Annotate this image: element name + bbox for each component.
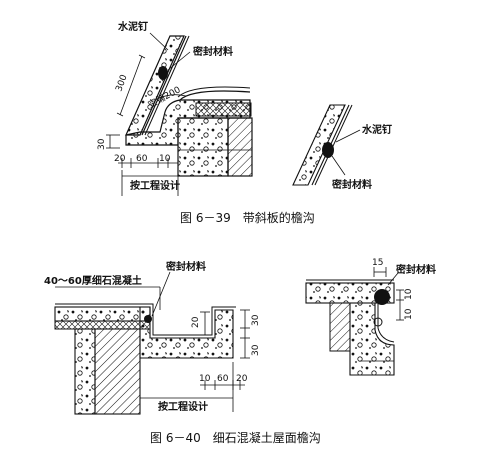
dimension-lines-1 xyxy=(106,54,187,196)
dim-30a-40: 30 xyxy=(251,314,261,326)
wall-40 xyxy=(74,328,141,415)
dim-10-40: 10 xyxy=(199,374,211,384)
figure-6-39: 水泥钉 密封材料 空铺200 300 30 20 60 10 按工程设计 水泥钉… xyxy=(97,20,392,225)
dim-60-40: 60 xyxy=(217,374,229,384)
dim-60: 60 xyxy=(136,154,148,164)
leader-lines-2 xyxy=(55,271,171,317)
inclined-plate xyxy=(125,35,190,136)
dim-300: 300 xyxy=(114,73,129,93)
dim-20-40: 20 xyxy=(191,316,201,328)
label-seal-40: 密封材料 xyxy=(166,260,206,273)
roof-slab xyxy=(54,303,151,330)
detail-label-nail: 水泥钉 xyxy=(361,123,392,136)
leader-lines-1 xyxy=(149,32,191,71)
detail-label-seal-40: 密封材料 xyxy=(396,263,436,276)
dim-20: 20 xyxy=(114,154,126,164)
detail-39: 水泥钉 密封材料 xyxy=(292,104,392,191)
dimension-lines-2 xyxy=(139,309,250,412)
figure-6-40: 40～60厚细石混凝土 密封材料 20 30 30 10 60 20 按工程设计 xyxy=(44,258,436,445)
dim-30: 30 xyxy=(97,138,107,150)
detail-dim-10b: 10 xyxy=(404,308,414,320)
label-nail: 水泥钉 xyxy=(117,20,148,33)
detail-label-seal: 密封材料 xyxy=(332,178,372,191)
label-design-40: 按工程设计 xyxy=(158,400,208,413)
label-design: 按工程设计 xyxy=(130,179,180,192)
gutter-40 xyxy=(139,303,236,359)
caption-6-39: 图 6－39 带斜板的檐沟 xyxy=(180,210,315,225)
detail-dim-15: 15 xyxy=(372,258,383,268)
detail-dim-10a: 10 xyxy=(404,288,414,300)
seal-blob xyxy=(158,66,168,80)
caption-6-40: 图 6－40 细石混凝土屋面檐沟 xyxy=(150,430,321,445)
dim-20b-40: 20 xyxy=(236,374,248,384)
label-seal: 密封材料 xyxy=(193,45,233,58)
label-concrete: 40～60厚细石混凝土 xyxy=(44,274,142,287)
dim-30b-40: 30 xyxy=(251,344,261,356)
detail-40: 15 密封材料 10 10 xyxy=(305,258,436,376)
beam-wall xyxy=(177,117,253,177)
dim-10: 10 xyxy=(159,154,171,164)
